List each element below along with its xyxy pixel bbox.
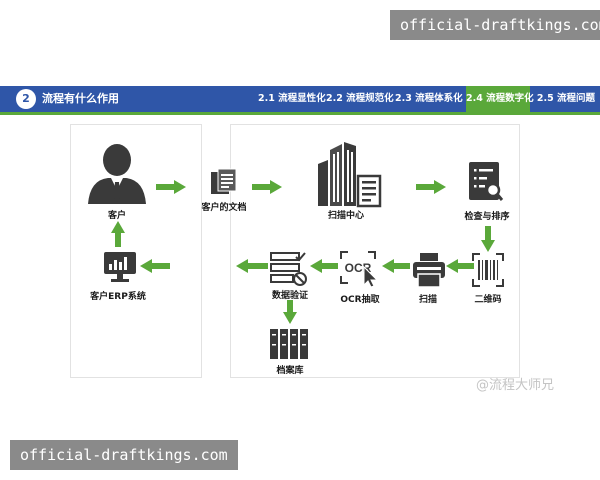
- label-check-sort: 检查与排序: [464, 212, 510, 222]
- erp-monitor-icon: [104, 252, 136, 282]
- qrcode-barcode-icon: [472, 253, 504, 287]
- tab-2-3[interactable]: 2.3 流程体系化: [395, 93, 463, 104]
- scanner-printer-icon: [413, 253, 445, 288]
- arrow-ocr-to-verify: [310, 259, 338, 273]
- arrow-erp-to-customer: [111, 221, 125, 247]
- documents-icon: [211, 168, 237, 194]
- tab-2-1[interactable]: 2.1 流程显性化: [258, 93, 326, 104]
- ocr-icon: OCR: [340, 251, 379, 287]
- arrow-scan-center-to-check: [416, 180, 446, 194]
- label-archive: 档案库: [276, 366, 304, 376]
- label-ocr: OCR抽取: [340, 295, 380, 305]
- arrow-verify-to-left: [236, 259, 268, 273]
- label-customer: 客户: [107, 211, 126, 221]
- label-data-verify: 数据验证: [271, 291, 308, 301]
- tab-2-5[interactable]: 2.5 流程问题: [536, 93, 596, 104]
- data-verify-icon: [270, 252, 307, 286]
- tab-2-4[interactable]: 2.4 流程数字化: [466, 86, 534, 112]
- scan-center-building-icon: [318, 142, 382, 208]
- tab-2-2[interactable]: 2.2 流程规范化: [326, 93, 394, 104]
- label-customer-docs: 客户的文档: [201, 203, 247, 213]
- customer-person-icon: [88, 144, 146, 204]
- section-number-badge: 2: [16, 89, 36, 109]
- arrow-customer-to-docs: [156, 180, 186, 194]
- corner-watermark: @流程大师兄: [476, 378, 555, 393]
- header-underline: [0, 112, 600, 115]
- arrow-scan-to-ocr: [382, 259, 410, 273]
- check-sort-magnifier-icon: [469, 162, 504, 201]
- watermark-bottom: official-draftkings.com: [10, 440, 238, 470]
- header-bar: 2 流程有什么作用 2.1 流程显性化 2.2 流程规范化 2.3 流程体系化 …: [0, 86, 600, 112]
- arrow-check-to-qrcode: [481, 226, 495, 252]
- label-customer-erp: 客户ERP系统: [90, 292, 146, 302]
- left-panel: [70, 124, 202, 378]
- label-qrcode: 二维码: [474, 295, 502, 305]
- arrow-docs-to-scan-center: [252, 180, 282, 194]
- watermark-top: official-draftkings.com: [390, 10, 600, 40]
- arrow-qrcode-to-scan: [446, 259, 474, 273]
- label-scan-center: 扫描中心: [327, 211, 364, 221]
- archive-cabinet-icon: [270, 329, 308, 359]
- section-title: 流程有什么作用: [42, 92, 119, 105]
- arrow-to-erp: [140, 259, 170, 273]
- arrow-verify-to-archive: [283, 300, 297, 324]
- label-scan: 扫描: [418, 295, 437, 305]
